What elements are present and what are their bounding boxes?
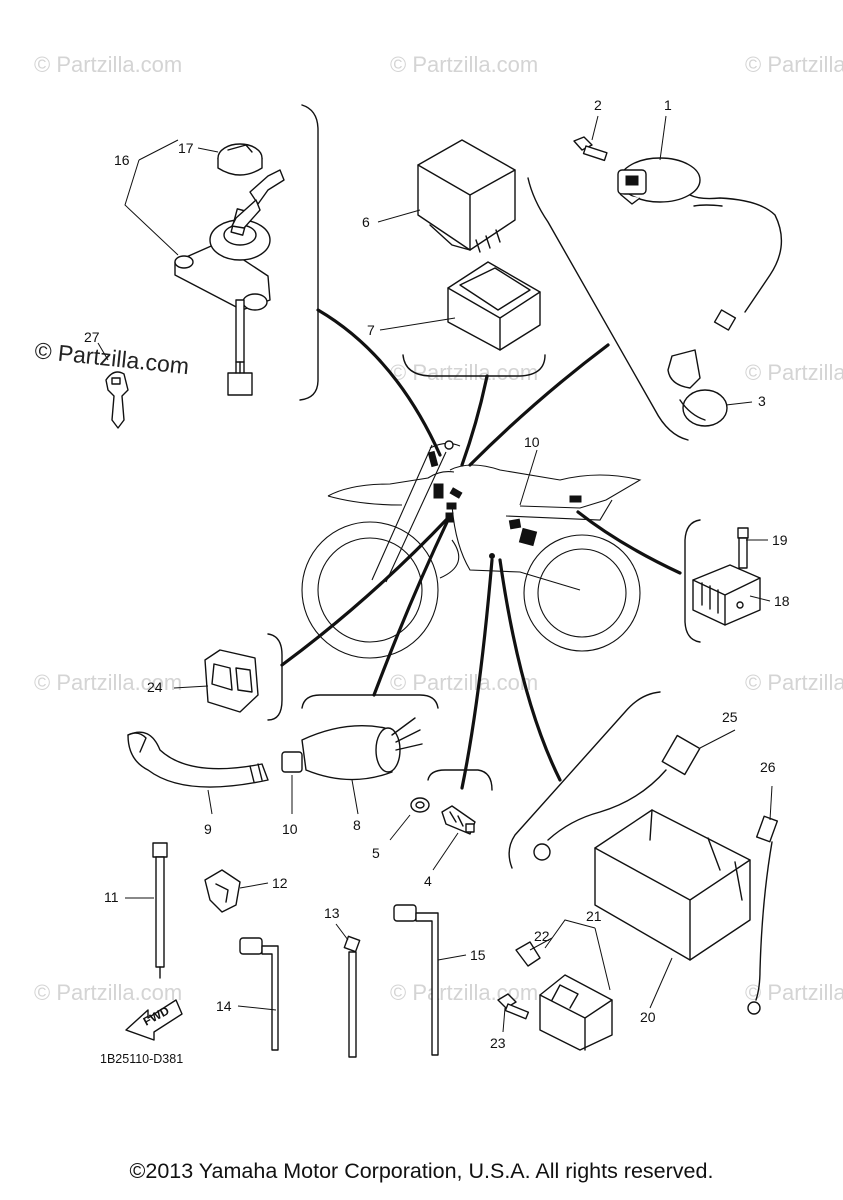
callout-2: 2 xyxy=(594,97,602,113)
callout-4: 4 xyxy=(424,873,432,889)
callout-numbers: 1 2 3 4 5 6 7 8 9 10 10 11 12 13 14 15 1… xyxy=(84,97,790,1051)
callout-13: 13 xyxy=(324,905,340,921)
part-key xyxy=(105,371,129,429)
callout-25: 25 xyxy=(722,709,738,725)
copyright-notice: ©2013 Yamaha Motor Corporation, U.S.A. A… xyxy=(129,1159,714,1183)
part-coil-bolt xyxy=(573,136,608,162)
callout-16: 16 xyxy=(114,152,130,168)
part-key-blank xyxy=(231,169,285,229)
part-battery-lead-negative xyxy=(747,815,779,1015)
callout-8: 8 xyxy=(353,817,361,833)
part-clamp xyxy=(204,869,241,913)
routing-lines xyxy=(280,308,682,790)
callout-19: 19 xyxy=(772,532,788,548)
part-fuse-box xyxy=(497,941,613,1051)
watermark: © Partzilla.com xyxy=(390,670,538,695)
part-battery-lead-positive xyxy=(533,734,701,861)
watermark-layer: © Partzilla.com © Partzilla.com © Partzi… xyxy=(33,52,843,1005)
part-battery xyxy=(594,809,751,961)
part-rectifier-regulator xyxy=(692,527,761,626)
watermark: © Partzilla.com xyxy=(745,52,843,77)
part-rubber-holder xyxy=(447,261,541,351)
watermark: © Partzilla.com xyxy=(390,52,538,77)
watermark: © Partzilla.com xyxy=(745,980,843,1005)
callout-27: 27 xyxy=(84,329,100,345)
callout-15: 15 xyxy=(470,947,486,963)
part-control-unit xyxy=(417,139,516,253)
watermark: © Partzilla.com xyxy=(34,670,182,695)
part-ignition-coil xyxy=(617,157,783,313)
callout-17: 17 xyxy=(178,140,194,156)
callout-6: 6 xyxy=(362,214,370,230)
callout-26: 26 xyxy=(760,759,776,775)
part-neutral-switch xyxy=(441,805,476,835)
part-band-short xyxy=(239,937,279,1051)
part-wire-harness-section xyxy=(127,717,423,788)
part-starter-relay xyxy=(204,649,259,713)
part-spark-plug-cap xyxy=(667,309,737,427)
callout-22: 22 xyxy=(534,928,550,944)
leader-lines xyxy=(97,115,773,1033)
part-washer xyxy=(410,797,430,813)
callout-7: 7 xyxy=(367,322,375,338)
callout-3: 3 xyxy=(758,393,766,409)
watermark: © Partzilla.com xyxy=(390,360,538,385)
callout-23: 23 xyxy=(490,1035,506,1051)
connector-markers xyxy=(427,440,582,559)
diagram-code: 1B25110-D381 xyxy=(100,1052,183,1066)
callout-9: 9 xyxy=(204,821,212,837)
watermark: © Partzilla.com xyxy=(745,360,843,385)
callout-14: 14 xyxy=(216,998,232,1014)
group-brackets xyxy=(267,104,701,869)
parts-diagram: © Partzilla.com © Partzilla.com © Partzi… xyxy=(33,52,843,1066)
callout-24: 24 xyxy=(147,679,163,695)
part-cable-tie-long xyxy=(152,842,168,979)
part-key-cap xyxy=(217,143,263,176)
watermark-prominent: © Partzilla.com xyxy=(33,337,190,379)
callout-12: 12 xyxy=(272,875,288,891)
watermark: © Partzilla.com xyxy=(34,980,182,1005)
callout-11: 11 xyxy=(104,889,119,905)
callout-21: 21 xyxy=(586,908,602,924)
watermark: © Partzilla.com xyxy=(34,52,182,77)
callout-1: 1 xyxy=(664,97,672,113)
fwd-arrow-icon: FWD xyxy=(125,999,183,1041)
callout-10-grommet: 10 xyxy=(282,821,298,837)
callout-5: 5 xyxy=(372,845,380,861)
callout-18: 18 xyxy=(774,593,790,609)
callout-10-bike: 10 xyxy=(524,434,540,450)
motorcycle-outline xyxy=(301,442,642,659)
part-main-switch xyxy=(174,208,271,396)
watermark: © Partzilla.com xyxy=(745,670,843,695)
part-cable-tie-medium xyxy=(343,935,361,1058)
part-band-long xyxy=(393,904,439,1056)
callout-20: 20 xyxy=(640,1009,656,1025)
